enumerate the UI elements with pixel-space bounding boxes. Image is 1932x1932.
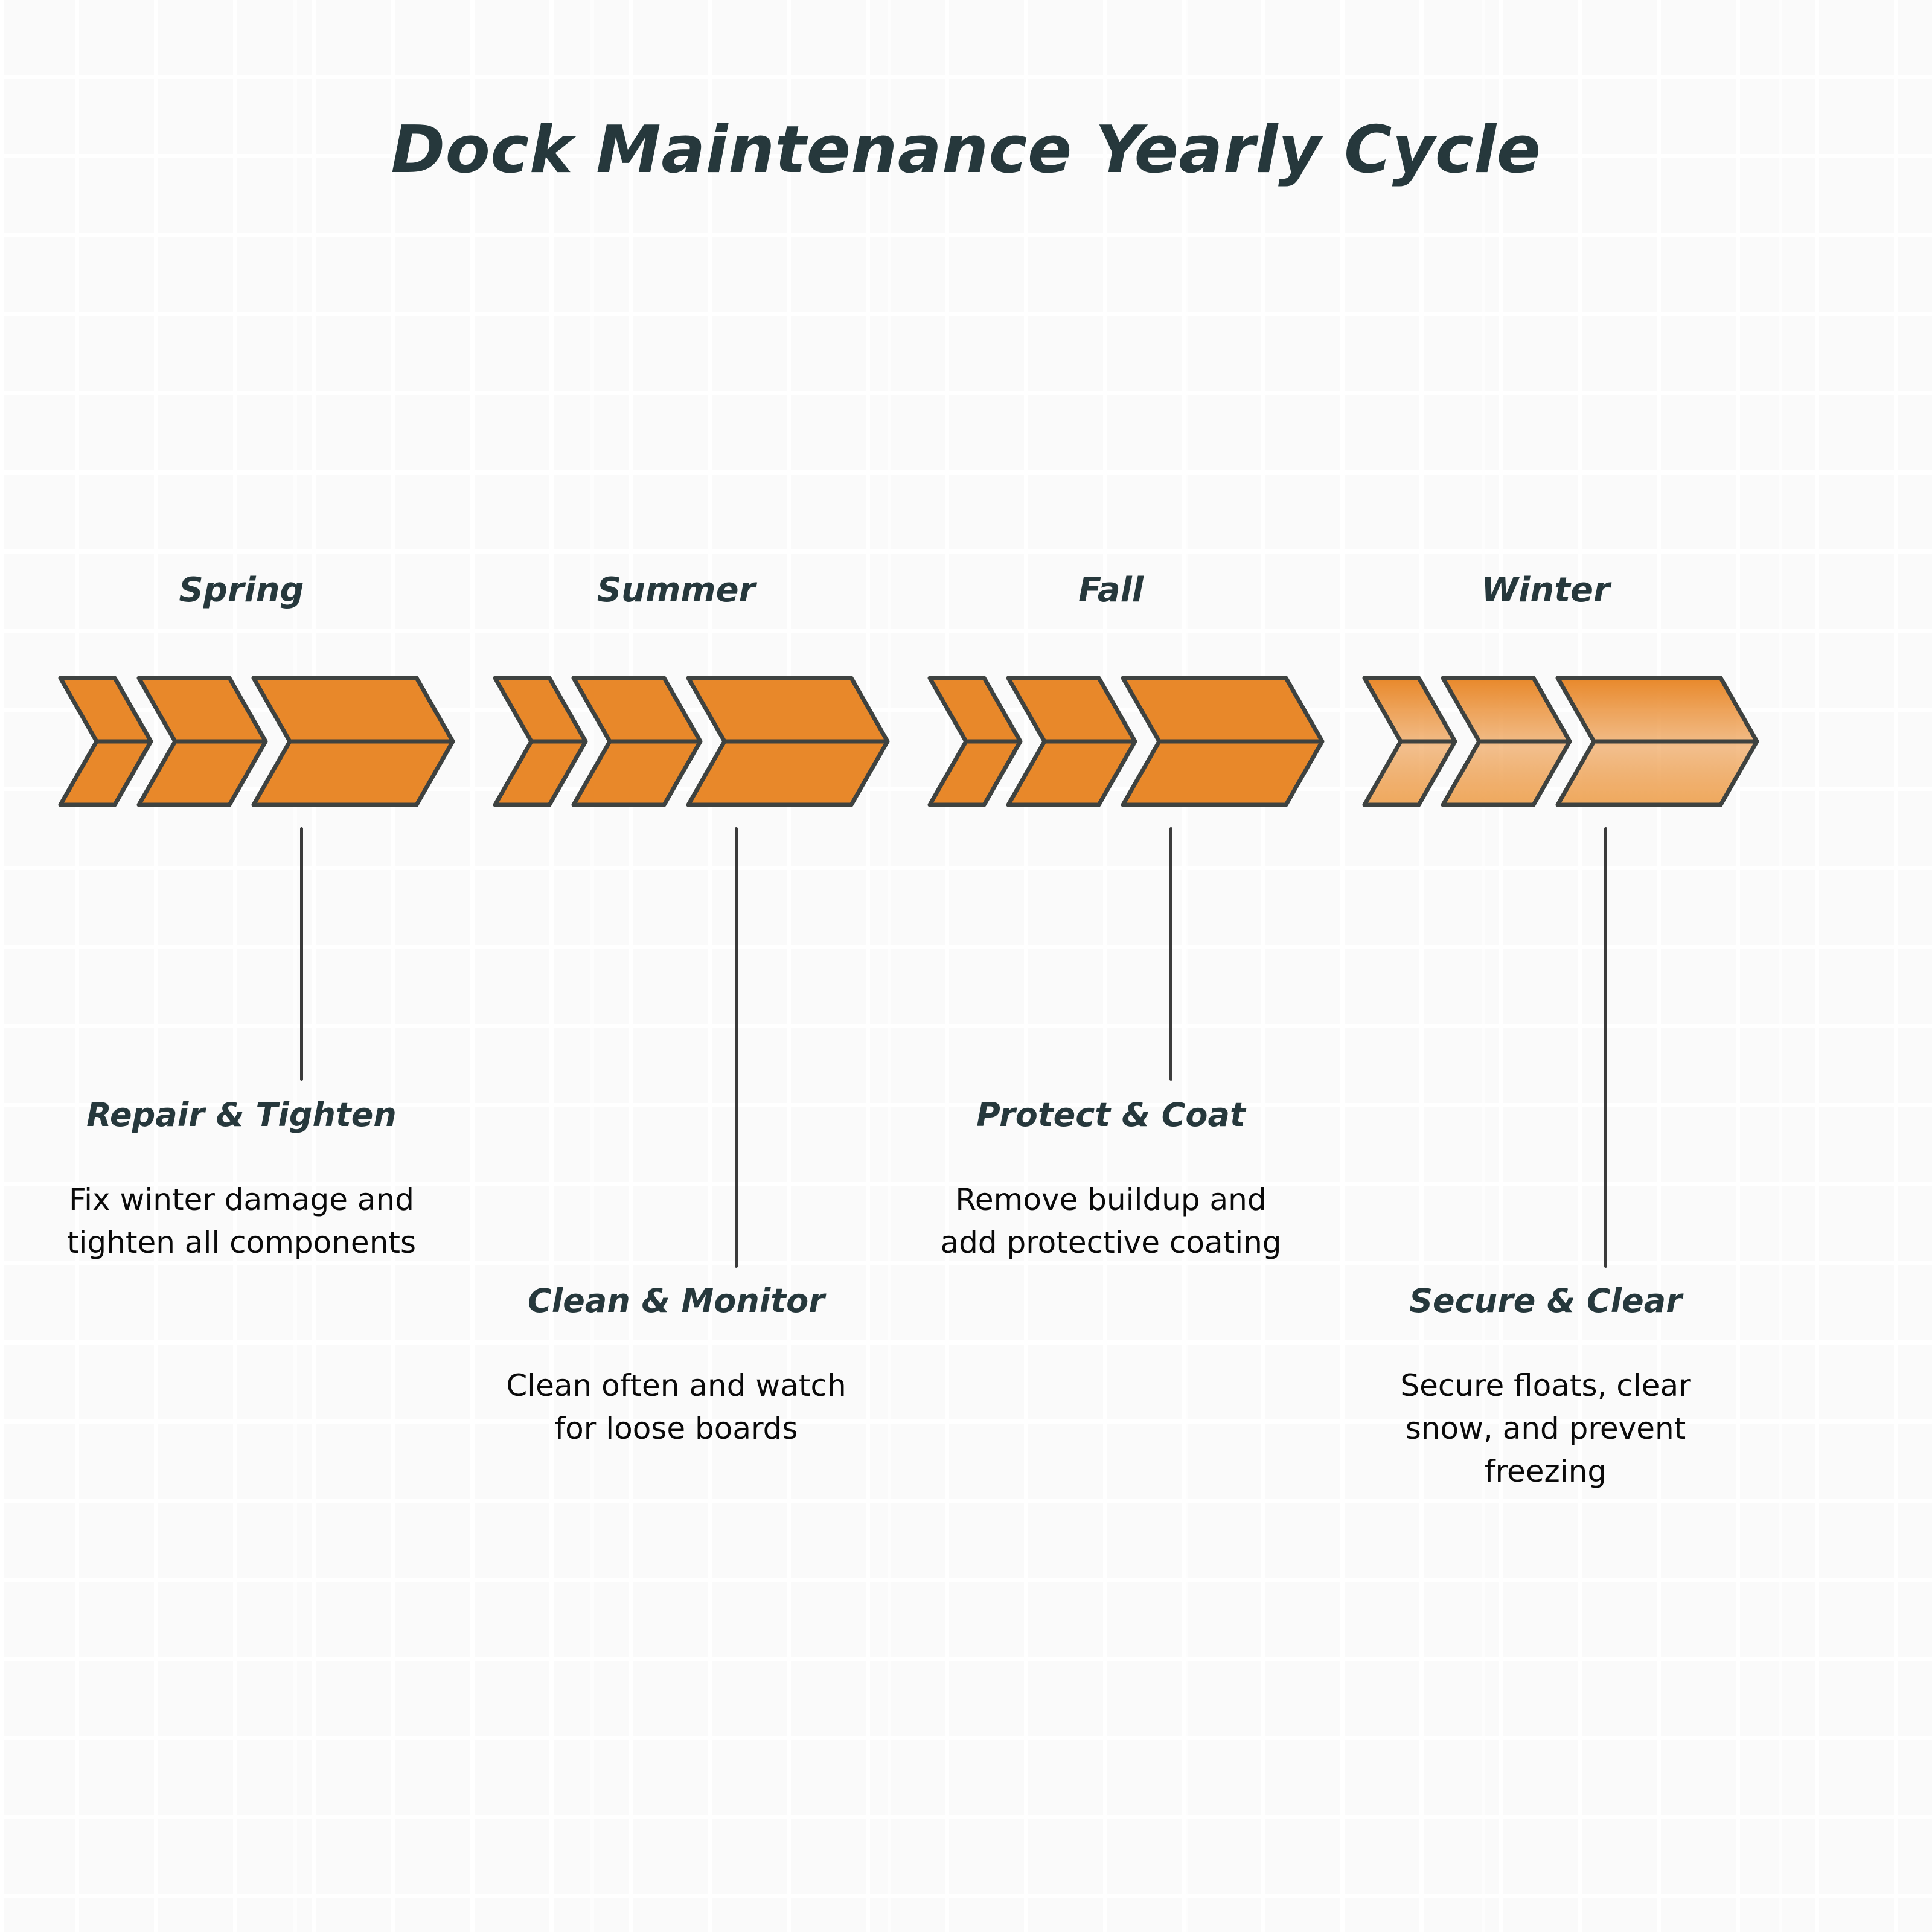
season-label-spring: Spring <box>179 571 304 610</box>
season-label-fall: Fall <box>1078 571 1144 610</box>
step-block-fall: Protect & Coat Remove buildup and add pr… <box>894 1099 1328 1264</box>
connector-line-spring <box>300 827 303 1081</box>
chevron-group-summer <box>459 675 894 808</box>
chevron-group-fall <box>894 675 1328 808</box>
connector-line-winter <box>1604 827 1607 1268</box>
step-description-spring: Fix winter damage and tighten all compon… <box>66 1182 417 1260</box>
step-title-fall: Protect & Coat <box>976 1096 1246 1134</box>
step-block-summer: Clean & Monitor Clean often and watch fo… <box>459 1285 894 1450</box>
season-label-winter: Winter <box>1481 571 1610 610</box>
season-label-summer: Summer <box>597 571 756 610</box>
step-title-summer: Clean & Monitor <box>528 1282 825 1320</box>
chevron-group-winter <box>1328 675 1763 808</box>
step-description-summer: Clean often and watch for loose boards <box>506 1368 846 1446</box>
chevron-arrows-winter <box>1362 676 1759 807</box>
step-description-winter: Secure floats, clear snow, and prevent f… <box>1400 1368 1691 1489</box>
step-title-spring: Repair & Tighten <box>86 1096 397 1134</box>
step-block-spring: Repair & Tighten Fix winter damage and t… <box>24 1099 459 1264</box>
chevron-arrows-fall <box>927 676 1325 807</box>
step-title-winter: Secure & Clear <box>1409 1282 1682 1320</box>
season-column-spring: Spring Repair & Tighten <box>24 0 459 1932</box>
step-description-fall: Remove buildup and add protective coatin… <box>940 1182 1282 1260</box>
page-title: Dock Maintenance Yearly Cycle <box>391 112 1541 188</box>
step-block-winter: Secure & Clear Secure floats, clear snow… <box>1328 1285 1763 1493</box>
chevron-arrows-spring <box>58 676 455 807</box>
season-column-fall: Fall Protect & Coat Remove buildup and a… <box>894 0 1328 1932</box>
connector-line-summer <box>735 827 738 1268</box>
connector-line-fall <box>1169 827 1172 1081</box>
season-column-winter: Winter <box>1328 0 1763 1932</box>
chevron-arrows-summer <box>493 676 890 807</box>
chevron-group-spring <box>24 675 459 808</box>
season-column-summer: Summer Clean & Monitor Clean often and w… <box>459 0 894 1932</box>
